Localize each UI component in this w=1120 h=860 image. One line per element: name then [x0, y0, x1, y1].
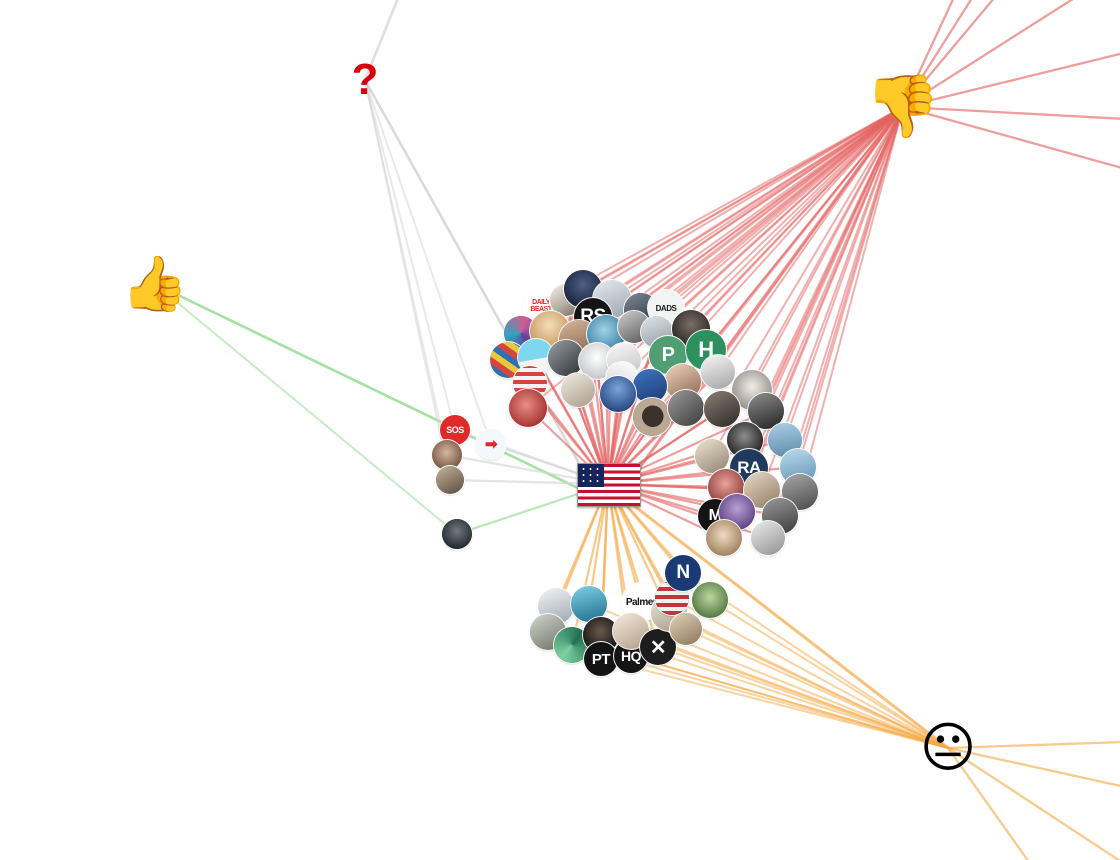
neutral-face-emoji-glyph: 😐 [919, 716, 977, 779]
node-logo-avatar[interactable]: ➡ [476, 429, 506, 459]
edge-negative-offscreen [901, 0, 1074, 109]
flag-stars [580, 466, 603, 485]
edge-hub-to-node [685, 628, 949, 749]
node-label: ✕ [649, 636, 667, 659]
node-profile-avatar[interactable] [600, 376, 636, 412]
edge-hub-to-node [709, 599, 949, 749]
edge-neutral-offscreen [946, 746, 1030, 860]
thumbs-up-emoji[interactable]: 👍 [121, 254, 188, 314]
edge-hub-to-node [667, 106, 904, 356]
avatar-image [509, 389, 547, 427]
node-profile-avatar[interactable] [571, 586, 607, 622]
thumbs-up-emoji-glyph: 👍 [121, 252, 189, 315]
avatar-image [670, 613, 702, 645]
avatar-image [548, 340, 584, 376]
node-profile-avatar[interactable] [432, 440, 462, 470]
node-logo-avatar[interactable]: N [665, 555, 701, 591]
avatar-image [748, 393, 784, 429]
node-profile-avatar[interactable] [509, 389, 547, 427]
avatar-image [633, 398, 671, 436]
edge-neutral-offscreen [946, 746, 1120, 787]
edge-hub-to-node [364, 79, 492, 445]
avatar-image [695, 439, 729, 473]
node-profile-avatar[interactable] [704, 391, 740, 427]
edge-neutral-offscreen [946, 746, 1120, 860]
node-profile-avatar[interactable] [633, 369, 667, 403]
edge-flag-to-node [606, 330, 659, 486]
avatar-image [442, 519, 472, 549]
node-profile-avatar[interactable] [442, 519, 472, 549]
node-profile-avatar[interactable] [701, 355, 735, 389]
edge-hub-to-node [507, 106, 904, 361]
edge-hub-to-node [671, 597, 949, 749]
node-profile-avatar[interactable] [561, 373, 595, 407]
avatar-image [633, 369, 667, 403]
node-label: N [676, 562, 690, 583]
avatar-image [432, 440, 462, 470]
edge-flag-to-node [606, 482, 660, 649]
node-logo-avatar[interactable]: ✕ [640, 629, 676, 665]
node-profile-avatar[interactable] [748, 393, 784, 429]
node-profile-avatar[interactable] [706, 520, 742, 556]
edge-hub-to-node [154, 283, 458, 535]
node-profile-avatar[interactable] [436, 466, 464, 494]
node-profile-avatar[interactable] [548, 340, 584, 376]
question-mark-emoji-glyph: ? [351, 55, 379, 105]
node-label: Palmer [625, 596, 657, 608]
node-label: ➡ [484, 436, 498, 453]
edge-negative-offscreen [901, 0, 995, 109]
edge-hub-to-node [630, 630, 949, 749]
node-profile-avatar[interactable] [751, 521, 785, 555]
node-logo-avatar[interactable]: PT [584, 642, 618, 676]
node-label: HQ [621, 648, 642, 664]
avatar-image [668, 390, 704, 426]
edge-negative-offscreen [901, 105, 1120, 169]
avatar-image [706, 520, 742, 556]
edge-hub-to-node [799, 106, 904, 493]
node-profile-avatar[interactable] [692, 582, 728, 618]
edge-negative-offscreen [901, 52, 1120, 109]
avatar-image [751, 521, 785, 555]
thumbs-down-emoji[interactable]: 👎 [865, 73, 941, 141]
avatar-image [701, 355, 735, 389]
node-label: DAILY BEAST [530, 299, 552, 313]
avatar-image [436, 466, 464, 494]
node-label: PT [591, 650, 611, 668]
node-label: SOS [446, 425, 464, 435]
edge-positive-trunk [153, 282, 584, 492]
edge-negative-offscreen [901, 0, 973, 109]
edge-hub-to-node [630, 655, 949, 749]
edge-hub-to-node [600, 658, 949, 749]
edge-unknown-offscreen [363, 0, 399, 82]
avatar-image [704, 391, 740, 427]
edge-hub-to-node [364, 79, 456, 431]
us-flag-emoji[interactable] [577, 463, 641, 507]
flag-canton [578, 464, 605, 487]
avatar-image [600, 376, 636, 412]
thumbs-down-emoji-glyph: 👎 [864, 71, 942, 143]
neutral-face-emoji[interactable]: 😐 [918, 718, 978, 778]
avatar-image [692, 582, 728, 618]
edge-negative-offscreen [901, 0, 954, 109]
edge-hub-to-node [721, 106, 904, 410]
node-profile-avatar[interactable] [668, 390, 704, 426]
edge-hub-to-node [657, 646, 949, 749]
node-label: M [708, 507, 722, 524]
edge-neutral-offscreen [946, 740, 1120, 750]
question-mark-emoji[interactable]: ? [342, 57, 388, 103]
node-profile-avatar[interactable] [695, 439, 729, 473]
edge-flag-to-node [534, 355, 610, 486]
avatar-image [571, 586, 607, 622]
node-label: DADS [655, 303, 677, 313]
node-profile-avatar[interactable] [633, 398, 671, 436]
edge-hub-to-node [668, 612, 949, 749]
edge-negative-offscreen [901, 105, 1120, 120]
node-profile-avatar[interactable] [670, 613, 702, 645]
edge-neutral-trunk [622, 496, 950, 750]
avatar-image [561, 373, 595, 407]
edge-hub-to-node [582, 106, 904, 290]
node-label: P [661, 343, 675, 366]
node-profile-avatar[interactable] [618, 311, 650, 343]
edge-hub-to-node [364, 79, 451, 481]
